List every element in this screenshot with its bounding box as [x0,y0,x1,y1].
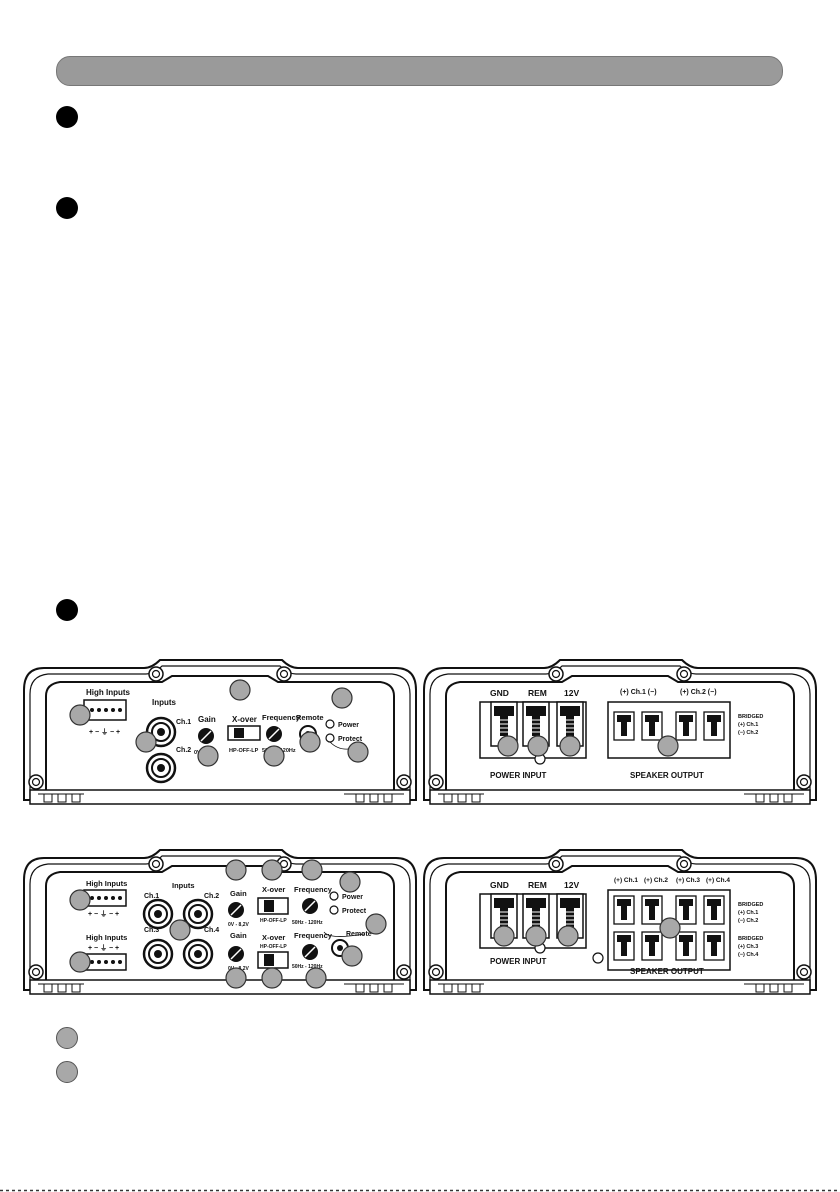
label-power-input: POWER INPUT [490,771,547,780]
label-gain: Gain [198,715,216,724]
label-polarity-bottom: + − ⏚ − + [88,944,119,952]
label-ch1: Ch.1 [144,893,159,900]
label-rem: REM [528,688,547,698]
section-bullet-1 [56,106,78,128]
label-gain-bottom: Gain [230,931,247,940]
label-ch1: Ch.1 [176,719,191,726]
label-ch2: Ch.2 [204,893,219,900]
legend-bullet-2 [56,1061,78,1083]
label-gain-top: Gain [230,889,247,898]
label-bridged-plus: (+) Ch.1 [738,722,758,728]
label-gnd: GND [490,880,509,890]
label-polarity: + − ⏚ − + [89,728,120,736]
label-frequency-range-bottom: 50Hz - 120Hz [292,964,323,970]
amp-4ch-rear: GND REM 12V POWER INPUT (+) Ch.1 (+) Ch.… [424,850,816,994]
label-bridged: BRIDGED [738,714,763,720]
label-high-inputs-bottom: High Inputs [86,933,127,942]
label-protect: Protect [342,908,367,915]
label-power: Power [342,894,363,901]
label-rem: REM [528,880,547,890]
label-ch2: (+) Ch.2 [644,877,668,884]
label-frequency-bottom: Frequency [294,931,333,940]
label-frequency-top: Frequency [294,885,333,894]
label-high-inputs-top: High Inputs [86,879,127,888]
label-high-inputs: High Inputs [86,688,131,697]
label-power: Power [338,722,359,729]
label-bridged-b-minus: (−) Ch.4 [738,952,759,958]
label-speaker-ch2: (+) Ch.2 (−) [680,689,717,696]
section-header-bar [56,56,783,86]
amp-4ch-front: High Inputs + − ⏚ − + High Inputs + − ⏚ … [24,850,416,994]
section-bullet-3 [56,599,78,621]
label-xover: X-over [232,715,257,724]
label-ch4: Ch.4 [204,927,219,934]
label-xover-modes: HP-OFF-LP [229,748,259,754]
amp-2ch-rear: GND REM 12V POWER INPUT (+) Ch.1 (−) (+)… [424,660,816,804]
label-frequency-range-top: 50Hz - 120Hz [292,920,323,926]
label-12v: 12V [564,880,579,890]
label-frequency: Frequency [262,713,301,722]
label-bridged-a-minus: (−) Ch.2 [738,918,758,924]
label-xover-top: X-over [262,885,285,894]
label-speaker-ch1: (+) Ch.1 (−) [620,689,657,696]
label-xover-modes-top: HP-OFF-LP [260,918,287,924]
label-ch3: (+) Ch.3 [676,877,700,884]
label-gain-range-top: 0V - 8,2V [228,922,250,928]
label-ch4: (+) Ch.4 [706,877,730,884]
label-12v: 12V [564,688,579,698]
label-xover-modes-bottom: HP-OFF-LP [260,944,287,950]
label-protect: Protect [338,736,363,743]
label-bridged-minus: (−) Ch.2 [738,730,758,736]
label-gnd: GND [490,688,509,698]
label-bridged-a: BRIDGED [738,902,763,908]
label-polarity-top: + − ⏚ − + [88,910,119,918]
page-bottom-edge [0,1189,840,1192]
label-ch2: Ch.2 [176,747,191,754]
label-inputs: Inputs [152,698,177,707]
label-power-input: POWER INPUT [490,957,547,966]
label-speaker-output: SPEAKER OUTPUT [630,771,704,780]
amp-2ch-front: High Inputs + − ⏚ − + Inputs Ch.1 Ch.2 G… [24,660,416,804]
label-bridged-b: BRIDGED [738,936,763,942]
label-ch1: (+) Ch.1 [614,877,638,884]
label-remote: Remote [296,713,324,722]
legend-bullet-1 [56,1027,78,1049]
label-ch3: Ch.3 [144,927,159,934]
label-bridged-b-plus: (+) Ch.3 [738,944,758,950]
label-inputs: Inputs [172,881,195,890]
label-xover-bottom: X-over [262,933,285,942]
label-speaker-output: SPEAKER OUTPUT [630,967,704,976]
section-bullet-2 [56,197,78,219]
label-bridged-a-plus: (+) Ch.1 [738,910,758,916]
